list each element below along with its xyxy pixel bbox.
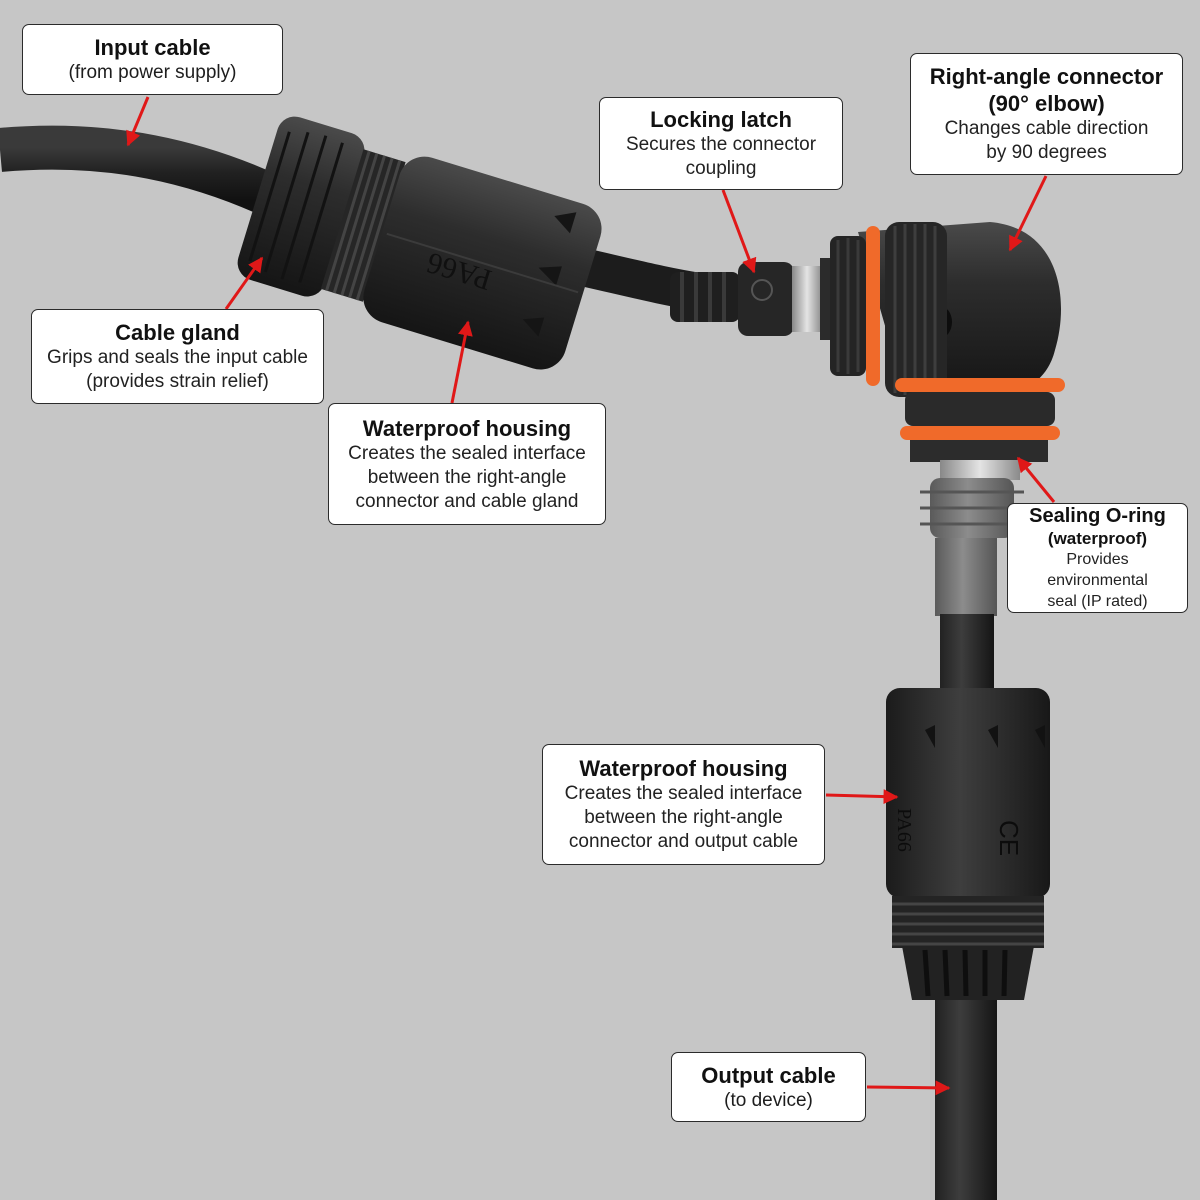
callout-title: Locking latch (650, 107, 792, 132)
elbow-connector (830, 222, 1062, 397)
oring-side (866, 226, 880, 386)
housing-right-mark: PA66 (893, 808, 915, 852)
callout-description: Changes cable direction by 90 degrees (944, 118, 1149, 163)
arrow-input-cable (126, 96, 150, 147)
callout-description: Creates the sealed interface between the… (348, 442, 586, 512)
arrow-output-cable (866, 1080, 951, 1096)
callout-waterproof-housing-input: Waterproof housing Creates the sealed in… (328, 403, 606, 525)
callout-title: Input cable (94, 35, 211, 60)
arrow-right-angle (1008, 175, 1048, 252)
callout-title: Right-angle connector (929, 64, 1164, 89)
callout-description: Provides environmental seal (IP rated) (1047, 551, 1148, 610)
callout-subtitle: (90° elbow) (988, 91, 1105, 116)
grey-boot (920, 478, 1024, 616)
callout-output-cable: Output cable (to device) (671, 1052, 866, 1122)
callout-title: Waterproof housing (579, 756, 788, 781)
callout-waterproof-housing-output: Waterproof housing Creates the sealed in… (542, 744, 825, 865)
callout-title: Cable gland (115, 320, 240, 345)
callout-locking-latch: Locking latch Secures the connector coup… (599, 97, 843, 190)
oring-bottom-1 (895, 378, 1065, 392)
callout-title: Waterproof housing (362, 415, 572, 441)
strain-relief-boot (670, 272, 740, 322)
callout-title: Output cable (701, 1062, 836, 1088)
output-cable-lower (935, 1000, 997, 1200)
callout-title: Sealing O-ring (1029, 505, 1166, 527)
output-gland (892, 896, 1044, 1000)
ce-mark: CE (994, 820, 1024, 856)
arrow-sealing-oring (1016, 456, 1056, 503)
callout-subtitle: (from power supply) (68, 62, 237, 83)
callout-subtitle: (waterproof) (1047, 529, 1148, 548)
left-assembly (237, 116, 602, 370)
callout-description: Grips and seals the input cable (provide… (47, 347, 308, 392)
callout-arrows (126, 96, 1056, 1096)
callout-subtitle: (to device) (724, 1089, 813, 1111)
oring-bottom-2 (900, 426, 1060, 440)
output-cable-upper (940, 614, 994, 694)
arrow-cable-gland (224, 256, 264, 310)
callout-right-angle-connector: Right-angle connector (90° elbow) Change… (910, 53, 1183, 175)
arrow-housing-output (825, 789, 899, 805)
callout-sealing-oring: Sealing O-ring (waterproof) Provides env… (1007, 503, 1188, 613)
input-cable (0, 125, 290, 220)
callout-description: Secures the connector coupling (625, 134, 817, 179)
callout-description: Creates the sealed interface between the… (564, 783, 803, 852)
callout-cable-gland: Cable gland Grips and seals the input ca… (31, 309, 324, 404)
arrow-locking-latch (721, 189, 757, 274)
arrow-housing-input (450, 320, 473, 404)
callout-input-cable: Input cable (from power supply) (22, 24, 283, 95)
housing-body-right (886, 688, 1050, 898)
